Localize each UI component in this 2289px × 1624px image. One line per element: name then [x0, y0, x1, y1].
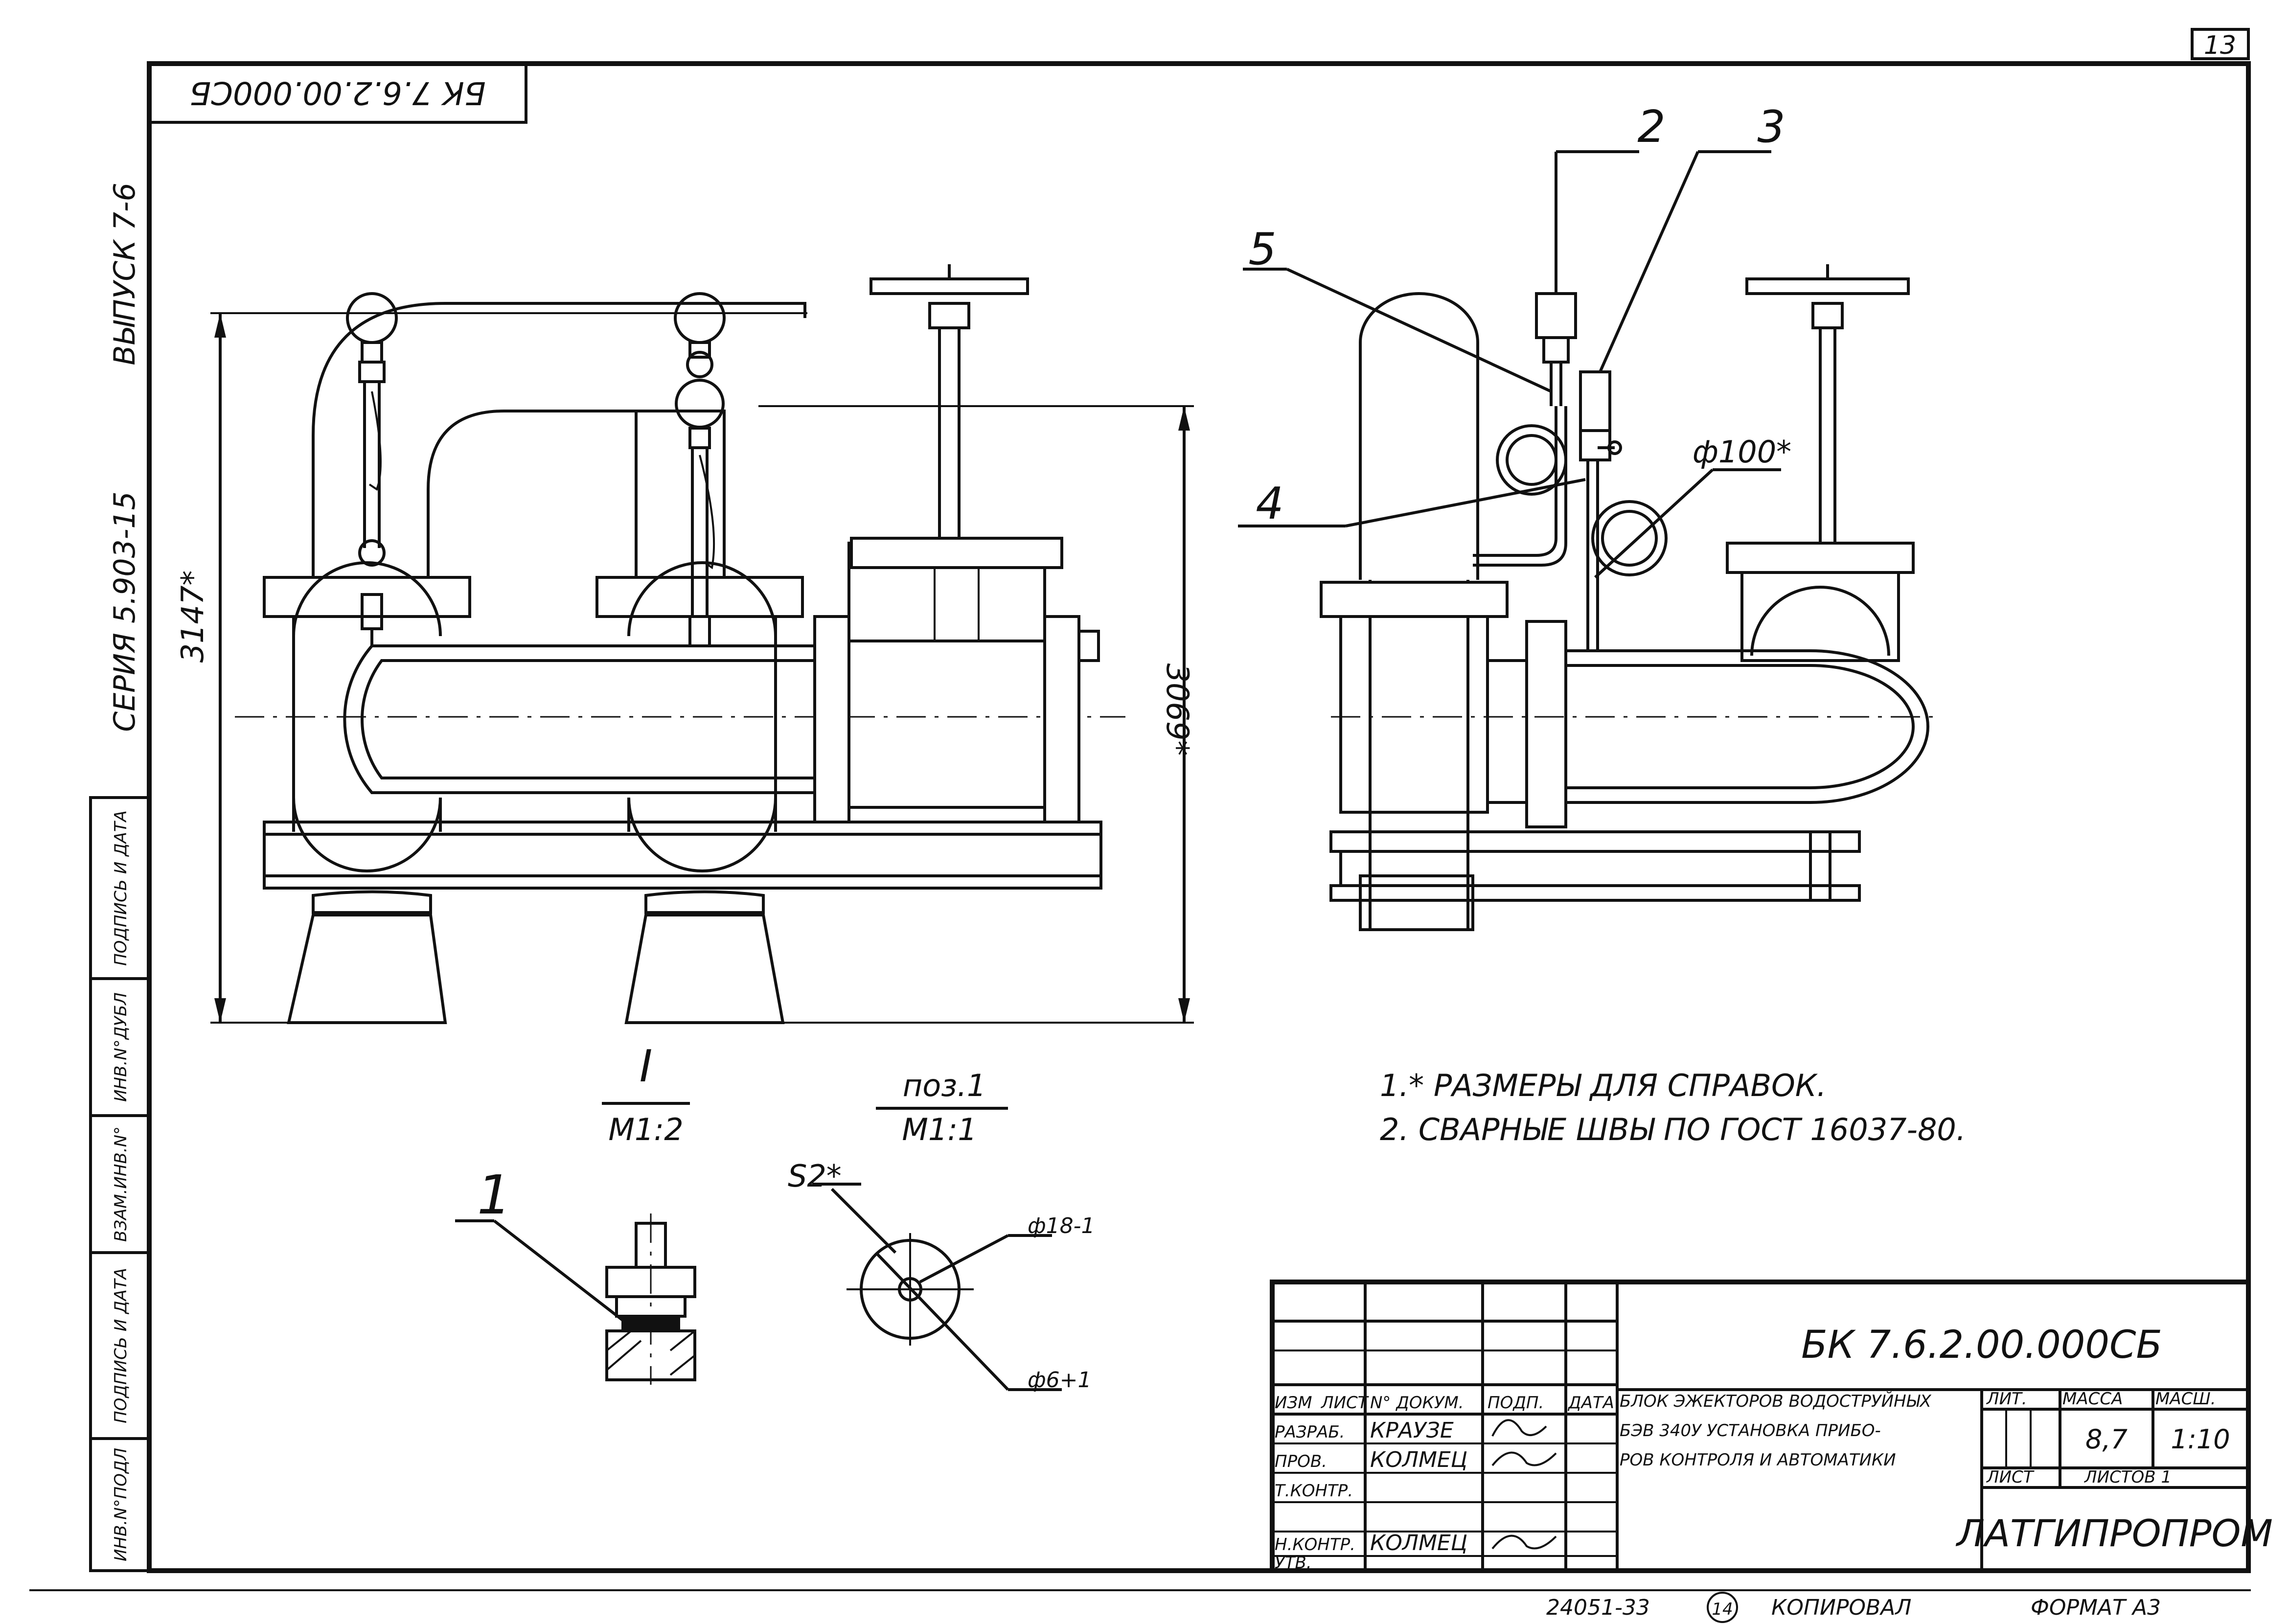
sheets-label: ЛИСТОВ 1 [2083, 1467, 2172, 1487]
dim-s2: S2* [788, 1158, 842, 1194]
signature-2 [1491, 1451, 1557, 1466]
title-line-1: БЛОК ЭЖЕКТОРОВ ВОДОСТРУЙНЫХ [1620, 1391, 1931, 1411]
note-1: 1.* РАЗМЕРЫ ДЛЯ СПРАВОК. [1380, 1068, 1827, 1103]
bottom-number: 24051-33 [1546, 1595, 1650, 1620]
title-block [1270, 1280, 2251, 1573]
title-line-2: БЭВ 340У УСТАНОВКА ПРИБО- [1620, 1421, 1881, 1441]
role-tkontr: Т.КОНТР. [1275, 1481, 1353, 1501]
signature-1 [1491, 1419, 1547, 1437]
side-view [1320, 264, 1938, 931]
stamp-sign-date-1: ПОДПИСЬ И ДАТА [111, 1268, 131, 1423]
stamp-replace-inv: ВЗАМ.ИНВ.N° [111, 1126, 131, 1242]
bottom-copy: КОПИРОВАЛ [1771, 1595, 1911, 1620]
stamp-inv-orig: ИНВ.N°ПОДЛ [111, 1448, 131, 1561]
col-date: ДАТА [1567, 1393, 1614, 1413]
col-doc: N° ДОКУМ. [1370, 1393, 1464, 1413]
series-label: СЕРИЯ 5.903-15 [108, 491, 142, 732]
role-razrab: РАЗРАБ. [1275, 1422, 1345, 1442]
col-list: ЛИСТ [1320, 1393, 1369, 1413]
designation: БК 7.6.2.00.000СБ [1801, 1323, 2162, 1367]
issue-label: ВЫПУСК 7-6 [108, 183, 142, 366]
title-line-3: РОВ КОНТРОЛЯ И АВТОМАТИКИ [1620, 1450, 1896, 1470]
name-razrab: КРАУЗЕ [1370, 1418, 1454, 1443]
mass-label: МАССА [2062, 1389, 2123, 1409]
side-stamp: ИНВ.N°ПОДЛ ПОДПИСЬ И ДАТА ВЗАМ.ИНВ.N° ИН… [89, 796, 151, 1572]
mirrored-code: БК 7.6.2.00.000СБ [189, 74, 485, 111]
role-utv: УТВ. [1275, 1553, 1312, 1573]
role-prov: ПРОВ. [1275, 1452, 1327, 1471]
callout-4: 4 [1256, 478, 1283, 529]
note-2: 2. СВАРНЫЕ ШВЫ ПО ГОСТ 16037-80. [1380, 1112, 1966, 1147]
stamp-inv-dup: ИНВ.N°ДУБЛ [111, 992, 131, 1102]
callout-2: 2 [1637, 101, 1665, 153]
callout-3: 3 [1757, 101, 1785, 153]
section-scale: М1:2 [608, 1112, 683, 1147]
detail-washer [812, 1183, 1062, 1391]
stamp-sign-date-2: ПОДПИСЬ И ДАТА [111, 810, 131, 966]
scale-value: 1:10 [2171, 1424, 2230, 1455]
front-view [210, 264, 1194, 1024]
lit-label: ЛИТ. [1986, 1389, 2027, 1409]
col-sign: ПОДП. [1488, 1393, 1544, 1413]
callout-1: 1 [477, 1164, 511, 1226]
scale-label: МАСШ. [2155, 1389, 2216, 1409]
leader-lines [1238, 150, 1781, 579]
col-izm: ИЗМ [1275, 1393, 1312, 1413]
role-nkontr: Н.КОНТР. [1275, 1535, 1355, 1555]
detail-scale: М1:1 [902, 1112, 977, 1147]
dim-d6: ф6+1 [1028, 1368, 1091, 1393]
detail-label: поз.1 [903, 1068, 986, 1103]
name-prov: КОЛМЕЦ [1370, 1447, 1467, 1472]
dim-3147: 3147* [175, 571, 210, 663]
dim-d100: ф100* [1693, 434, 1791, 470]
callout-5: 5 [1248, 224, 1276, 275]
org-name: ЛАТГИПРОПРОМ [1955, 1511, 2273, 1555]
dim-d18: ф18-1 [1028, 1213, 1095, 1238]
bottom-circle: 14 [1712, 1600, 1733, 1619]
detail-section-i [455, 1213, 696, 1385]
mass-value: 8,7 [2085, 1424, 2128, 1455]
dim-3069: 3069* [1160, 663, 1195, 756]
section-label: I [640, 1041, 653, 1092]
sheet-label: ЛИСТ [1986, 1467, 2035, 1487]
name-nkontr: КОЛМЕЦ [1370, 1531, 1467, 1555]
bottom-format: ФОРМАТ А3 [2031, 1595, 2161, 1620]
page-number: 13 [2204, 31, 2236, 60]
signature-3 [1491, 1534, 1557, 1550]
